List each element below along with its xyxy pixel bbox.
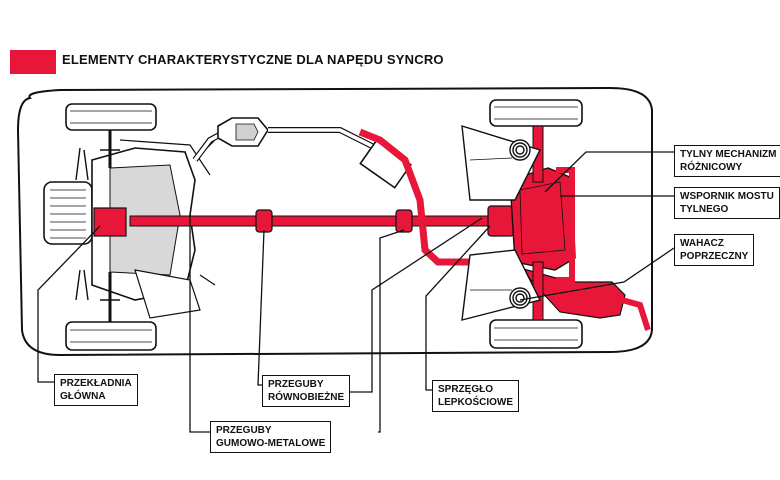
legend-title: ELEMENTY CHARAKTERYSTYCZNE DLA NAPĘDU SY…	[62, 52, 444, 67]
legend-swatch	[10, 50, 56, 74]
front-right-wheel	[65, 321, 157, 351]
syncro-drivetrain-highlight	[93, 125, 576, 321]
leader-lines	[37, 151, 675, 433]
rear-left-coil-spring	[509, 139, 531, 161]
propeller-shaft	[129, 215, 491, 227]
label-viscous-coupling: SPRZĘGŁO LEPKOŚCIOWE	[432, 380, 520, 412]
rear-suspension	[461, 125, 575, 321]
main-gearbox-highlight	[93, 207, 127, 237]
viscous-coupling	[487, 205, 515, 237]
label-rear-axle-support: WSPORNIK MOSTU TYLNEGO	[674, 187, 780, 219]
rear-left-wheel	[489, 99, 583, 127]
front-left-wheel	[65, 103, 157, 131]
label-main-gearbox: PRZEKŁADNIA GŁÓWNA	[54, 374, 138, 406]
rear-right-wheel	[489, 319, 583, 349]
rubber-metal-joint-rear	[395, 209, 413, 233]
label-trailing-arm: WAHACZ POPRZECZNY	[674, 234, 755, 266]
label-rear-differential: TYLNY MECHANIZM RÓŻNICOWY	[674, 145, 780, 177]
rear-axle-support	[556, 167, 575, 283]
rear-right-coil-spring	[509, 287, 531, 309]
label-rubber-metal-joints: PRZEGUBY GUMOWO-METALOWE	[210, 421, 332, 453]
rubber-metal-joint-front	[255, 209, 273, 233]
label-cv-joints: PRZEGUBY RÓWNOBIEŻNE	[262, 375, 351, 407]
exhaust-system	[192, 117, 651, 331]
